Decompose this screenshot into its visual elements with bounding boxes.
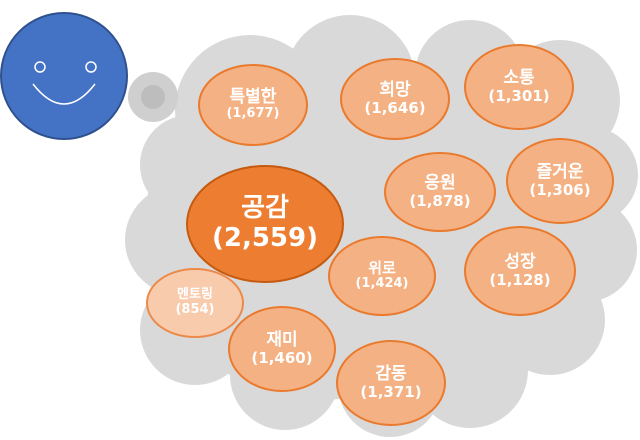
- bubble-word: 성장: [504, 251, 536, 272]
- bubble-count: (1,677): [226, 106, 280, 122]
- bubble-teukbyeolhan: 특별한 (1,677): [198, 64, 308, 146]
- bubble-word: 재미: [266, 329, 298, 350]
- bubble-count: (1,306): [529, 181, 591, 200]
- bubble-jaemi: 재미 (1,460): [228, 306, 336, 392]
- bubble-word: 즐거운: [536, 161, 584, 182]
- bubble-mentoring: 멘토링 (854): [146, 268, 244, 338]
- bubble-count: (1,878): [409, 192, 471, 211]
- bubble-count: (1,301): [488, 87, 550, 106]
- bubble-count: (1,424): [355, 276, 409, 292]
- bubble-word: 희망: [379, 79, 411, 100]
- bubble-word: 위로: [368, 258, 396, 277]
- bubble-wiro: 위로 (1,424): [328, 236, 436, 316]
- bubble-count: (2,559): [211, 223, 318, 253]
- smiley-face-icon: [0, 12, 128, 140]
- thought-dot-small: [141, 85, 165, 109]
- bubble-count: (1,646): [364, 99, 426, 118]
- bubble-huimang: 희망 (1,646): [340, 58, 450, 140]
- bubble-word: 공감: [241, 193, 289, 224]
- bubble-word: 특별한: [229, 86, 277, 107]
- bubble-word: 소통: [503, 67, 535, 88]
- bubble-gonggam: 공감 (2,559): [186, 165, 344, 283]
- bubble-jeulgeoun: 즐거운 (1,306): [506, 138, 614, 224]
- bubble-word: 감동: [375, 363, 407, 384]
- bubble-count: (1,128): [489, 271, 551, 290]
- bubble-count: (854): [175, 302, 215, 317]
- bubble-gamdong: 감동 (1,371): [336, 340, 446, 426]
- bubble-count: (1,371): [360, 383, 422, 402]
- bubble-word: 응원: [424, 172, 456, 193]
- bubble-count: (1,460): [251, 349, 313, 368]
- bubble-eungwon: 응원 (1,878): [384, 152, 496, 232]
- bubble-seongjang: 성장 (1,128): [464, 226, 576, 316]
- bubble-word: 멘토링: [177, 287, 213, 303]
- bubble-sotong: 소통 (1,301): [464, 44, 574, 130]
